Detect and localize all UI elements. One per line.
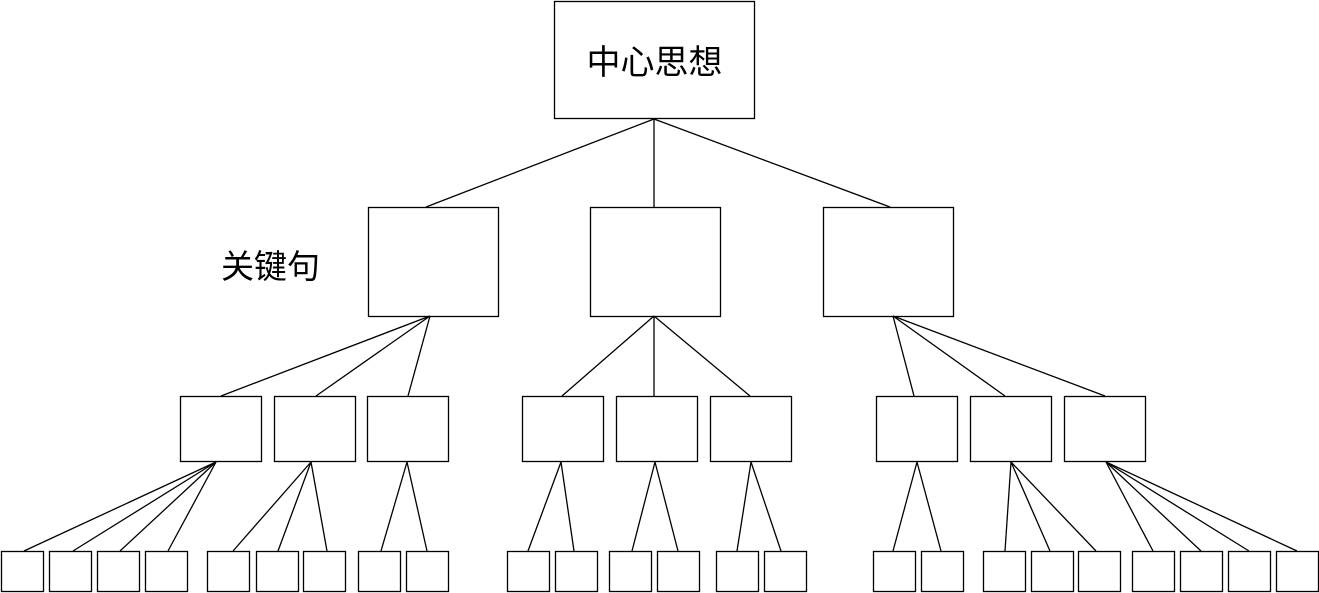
detail-node	[1030, 550, 1075, 593]
detail-node	[0, 550, 45, 593]
sub-point-node	[1063, 395, 1147, 463]
sub-point-node	[709, 395, 793, 463]
connector-line	[119, 461, 217, 552]
connector-line	[750, 461, 782, 552]
sub-point-node	[969, 395, 1053, 463]
connector-line	[277, 461, 312, 552]
connector-line	[167, 461, 217, 552]
detail-node	[872, 550, 917, 593]
detail-node	[206, 550, 251, 593]
connector-line	[407, 315, 431, 397]
connector-line	[561, 315, 655, 397]
key-sentence-node	[367, 206, 500, 318]
connector-line	[631, 461, 656, 552]
connector-line	[653, 118, 891, 208]
key-sentence-label: 关键句	[221, 247, 320, 286]
connector-line	[892, 315, 1106, 397]
detail-node	[357, 550, 402, 593]
detail-node	[763, 550, 808, 593]
connector-line	[892, 461, 918, 552]
sub-point-node	[521, 395, 605, 463]
detail-node	[48, 550, 93, 593]
detail-node	[255, 550, 300, 593]
connector-line	[527, 461, 562, 552]
connector-line	[892, 315, 1006, 397]
sub-point-node	[875, 395, 959, 463]
detail-node	[608, 550, 653, 593]
connector-line	[315, 315, 431, 397]
sub-point-node	[273, 395, 357, 463]
detail-node	[144, 550, 189, 593]
connector-line	[425, 118, 655, 208]
key-sentence-node	[822, 206, 955, 318]
connector-line	[653, 315, 751, 397]
key-sentence-node	[589, 206, 722, 318]
sub-point-node	[179, 395, 263, 463]
detail-node	[982, 550, 1027, 593]
connector-line	[406, 461, 428, 552]
detail-node	[1179, 550, 1224, 593]
connector-line	[1004, 461, 1012, 552]
connector-line	[380, 461, 408, 552]
detail-node	[506, 550, 551, 593]
connector-line	[736, 461, 752, 552]
detail-node	[656, 550, 701, 593]
connector-line	[1105, 461, 1202, 552]
connector-line	[1105, 461, 1154, 552]
detail-node	[554, 550, 599, 593]
connector-line	[1010, 461, 1051, 552]
connector-line	[654, 461, 679, 552]
connector-line	[310, 461, 328, 552]
connector-line	[72, 461, 217, 552]
connector-line	[892, 315, 915, 397]
connector-line	[1010, 461, 1097, 552]
connector-line	[1105, 461, 1250, 552]
detail-node	[1131, 550, 1176, 593]
detail-node	[1275, 550, 1319, 593]
connector-line	[220, 315, 431, 397]
connector-line	[232, 461, 312, 552]
connector-line	[560, 461, 575, 552]
detail-node	[920, 550, 965, 593]
sub-point-node	[615, 395, 699, 463]
connector-line	[1105, 461, 1298, 552]
detail-node	[405, 550, 450, 593]
root-node	[553, 0, 756, 120]
detail-node	[302, 550, 347, 593]
detail-node	[96, 550, 141, 593]
sub-point-node	[366, 395, 450, 463]
root-node-label: 中心思想	[586, 43, 723, 83]
detail-node	[715, 550, 760, 593]
detail-node	[1227, 550, 1272, 593]
connector-line	[23, 461, 217, 552]
connector-line	[916, 461, 942, 552]
detail-node	[1077, 550, 1122, 593]
